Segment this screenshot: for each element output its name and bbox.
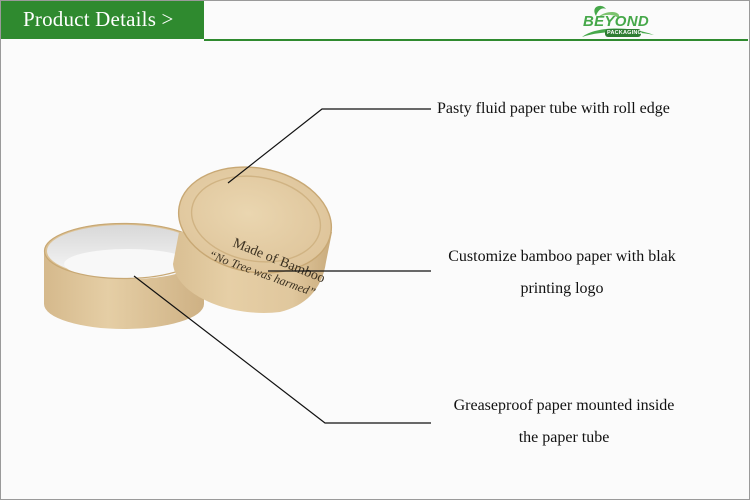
callout-printing-logo: Customize bamboo paper with blak printin…	[434, 241, 690, 305]
callout-text: printing logo	[520, 280, 604, 297]
callout-text: the paper tube	[518, 429, 610, 446]
brand-logo: BEYOND PACKAGING	[576, 4, 660, 42]
callout-text: Customize bamboo paper with blak	[448, 248, 676, 265]
brand-name: BEYOND	[583, 13, 649, 30]
callout-line-1	[227, 108, 431, 184]
header-tab: Product Details >	[1, 1, 204, 39]
leaf-swoosh-icon	[582, 5, 654, 37]
brand-tagline: PACKAGING	[607, 30, 643, 36]
header-rule	[204, 39, 748, 41]
callout-roll-edge: Pasty fluid paper tube with roll edge	[437, 93, 670, 125]
greaseproof-liner	[64, 249, 192, 279]
callout-line-3	[133, 275, 431, 424]
callout-text: Pasty fluid paper tube with roll edge	[437, 100, 670, 117]
lid-tube: Made of Bamboo “No Tree was harmed”	[173, 166, 333, 313]
callout-text: Greaseproof paper mounted inside	[453, 397, 675, 414]
page-title: Product Details >	[23, 7, 174, 31]
callout-greaseproof: Greaseproof paper mounted inside the pap…	[436, 390, 692, 454]
